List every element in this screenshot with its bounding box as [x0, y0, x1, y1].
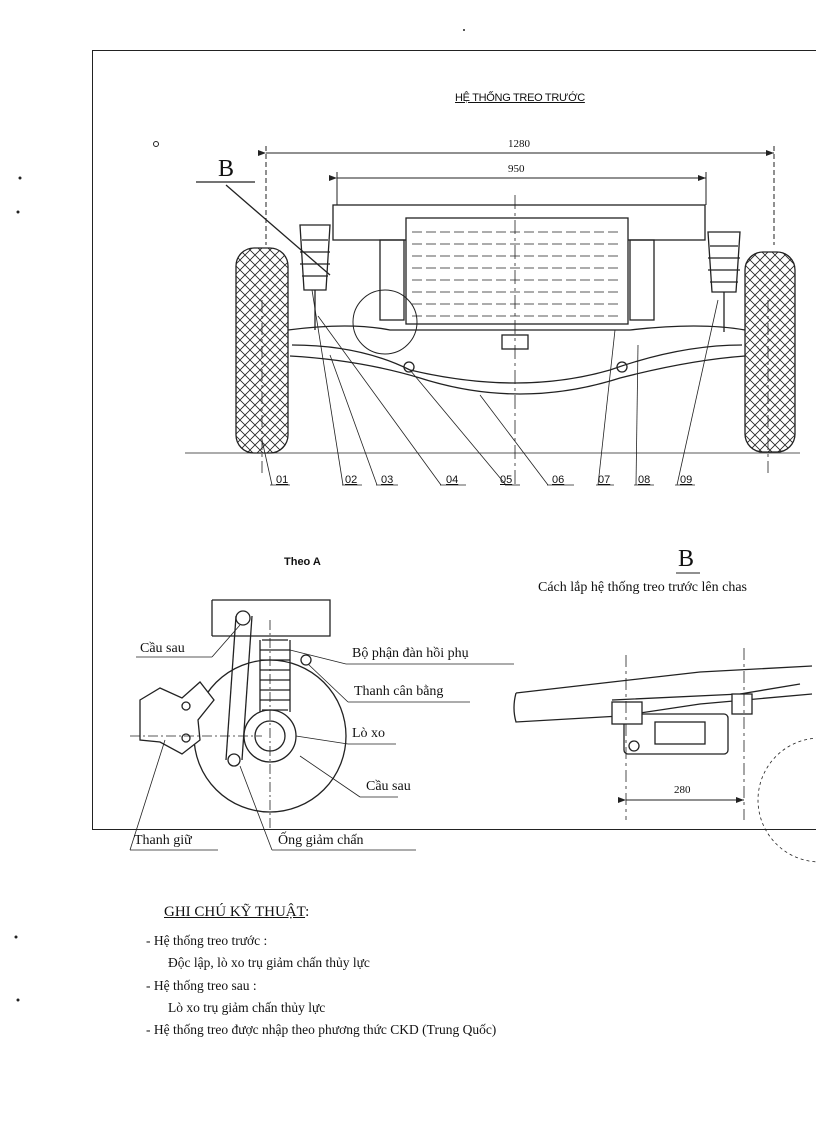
notes-heading: GHI CHÚ KỸ THUẬT — [164, 904, 306, 920]
detail-b-letter: B — [678, 546, 695, 572]
label-bo-phan-dan-hoi-phu: Bộ phận đàn hồi phụ — [352, 646, 469, 661]
theo-a-detail — [130, 599, 347, 830]
part-number-08: 08 — [638, 474, 651, 486]
dimension-inner: 950 — [508, 163, 525, 175]
part-number-04: 04 — [446, 474, 459, 486]
drawing-frame — [92, 50, 816, 830]
part-number-01: 01 — [276, 474, 289, 486]
note-line-1: - Hệ thống treo trước : — [146, 933, 268, 948]
part-number-03: 03 — [381, 474, 394, 486]
label-ong-giam-chan: Ống giảm chấn — [278, 833, 364, 848]
dimension-950 — [329, 172, 707, 205]
part-number-06: 06 — [552, 474, 565, 486]
label-cau-sau-left: Cầu sau — [140, 641, 185, 656]
detail-b-mounting — [513, 572, 816, 863]
scan-specks — [14, 29, 465, 1002]
part-leader-lines — [261, 289, 719, 486]
dimension-1280 — [258, 146, 775, 245]
view-label-b: B — [218, 156, 235, 182]
part-number-09: 09 — [680, 474, 693, 486]
theo-a-leaders — [129, 624, 514, 851]
notes-heading-suffix: : — [305, 904, 310, 920]
theo-a-heading: Theo A — [284, 556, 321, 568]
part-number-07: 07 — [598, 474, 611, 486]
part-number-05: 05 — [500, 474, 513, 486]
label-thanh-giu: Thanh giữ — [134, 833, 192, 848]
note-line-5: - Hệ thống treo được nhập theo phương th… — [146, 1022, 497, 1037]
dimension-overall: 1280 — [508, 138, 530, 150]
dimension-mount: 280 — [674, 784, 691, 796]
note-line-2: Độc lập, lò xo trụ giảm chấn thủy lực — [168, 955, 370, 970]
page-title: HỆ THỐNG TREO TRƯỚC — [455, 92, 585, 104]
label-lo-xo: Lò xo — [352, 726, 386, 741]
notes-heading-line: GHI CHÚ KỸ THUẬT: — [164, 904, 309, 921]
front-suspension-view — [185, 181, 800, 488]
detail-b-caption: Cách lắp hệ thống treo trước lên chas — [538, 580, 747, 595]
part-number-02: 02 — [345, 474, 358, 486]
label-thanh-can-bang: Thanh cân bằng — [354, 684, 444, 699]
note-line-3: - Hệ thống treo sau : — [146, 978, 257, 993]
note-line-4: Lò xo trụ giảm chấn thủy lực — [168, 1000, 326, 1015]
label-cau-sau-right: Cầu sau — [366, 779, 411, 794]
